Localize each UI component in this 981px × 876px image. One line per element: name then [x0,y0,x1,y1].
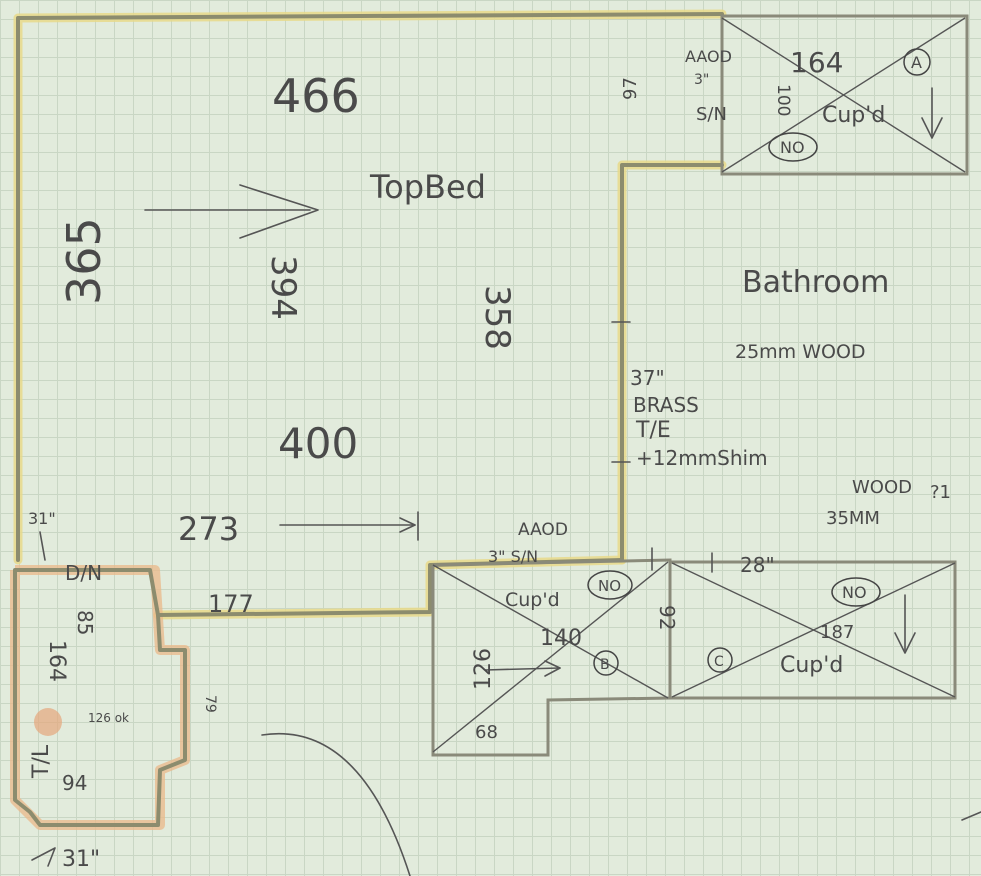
dim-140: 140 [540,626,582,651]
note-shim: +12mmShim [636,446,768,470]
cupboard-b-box [431,558,672,757]
tick-31-left [39,531,46,561]
landing-wall [13,568,187,827]
note-tl: T/L [29,744,54,779]
dim-37: 37" [630,366,665,390]
circle-c [707,647,733,673]
note-qmark: ?1 [930,482,951,503]
dim-365: 365 [57,217,111,305]
wall-highlight-right [617,160,727,565]
circle-no-a [768,132,818,162]
note-tie: T/E [635,418,671,443]
bedroom-wall [16,12,724,562]
dim-273: 273 [178,510,239,548]
dim-94: 94 [62,771,87,795]
note-wood-25: 25mm WOOD [735,341,866,363]
note-no-b: NO [598,577,621,595]
note-three-top: 3" [694,72,709,88]
dim-28: 28" [740,553,775,577]
cupboard-b-cross-1 [432,564,669,699]
bathroom-partition-wall [620,163,724,562]
note-wood: WOOD [852,477,912,498]
dim-79: 79 [202,695,218,713]
cupboard-a-cross-2 [721,17,966,173]
arrow-140-head [544,660,561,677]
circle-no-b [587,570,633,600]
dim-126-ok: 126 ok [88,711,129,725]
smudge [34,708,62,736]
dim-92: 92 [655,605,679,630]
dim-164-left: 164 [44,640,69,682]
arrow-down-a-head [921,117,943,139]
note-sn-top: S/N [696,104,727,125]
bathroom-label: Bathroom [742,265,889,300]
dim-400: 400 [278,419,358,468]
cupboard-c-box [668,560,957,700]
wall-highlight-top [13,9,727,565]
dim-126: 126 [471,648,496,690]
door-swing-arc [261,732,411,876]
circle-a [903,48,931,76]
dim-358: 358 [477,285,517,350]
dim-85: 85 [73,610,97,635]
note-three-sn-mid: 3" S/N [488,547,538,566]
circle-b-label: B [600,657,610,673]
dim-187: 187 [820,622,854,643]
note-brass: BRASS [633,393,699,417]
note-cupd-c: Cup'd [780,653,843,678]
note-aaod-top: AAOD [685,47,732,66]
dim-100: 100 [773,84,793,116]
arrow-140 [484,667,561,671]
note-no-a: NO [780,138,805,157]
arrow-direction-head [239,184,319,239]
note-wood-35: 35MM [826,508,880,529]
circle-b [593,650,619,676]
dim-394: 394 [263,255,303,320]
arrow-31-bottom [31,847,56,867]
note-cupd-b: Cup'd [505,589,560,611]
circle-c-label: C [714,654,724,670]
circle-no-c [831,577,881,607]
cupboard-a-box [720,14,969,176]
arrow-down-c-head [894,632,916,654]
dim-31-bottom: 31" [62,847,100,872]
note-cupd-a: Cup'd [822,103,885,128]
note-dn-left: D/N [65,561,102,585]
cupboard-b-cross-2 [432,561,669,753]
dim-31-top: 31" [28,509,56,528]
door-swing-arc-2 [961,811,981,821]
arrow-273-head [399,517,416,533]
dim-466: 466 [272,69,360,123]
dim-97: 97 [620,77,641,100]
dim-177: 177 [208,590,254,618]
note-aaod-mid: AAOD [518,520,568,540]
dim-68: 68 [475,722,498,743]
cupboard-c-cross-2 [671,562,956,698]
circle-a-label: A [911,53,922,72]
note-no-c: NO [842,583,867,602]
room-label-topbed: TopBed [369,168,486,206]
dim-164-top: 164 [790,46,843,79]
